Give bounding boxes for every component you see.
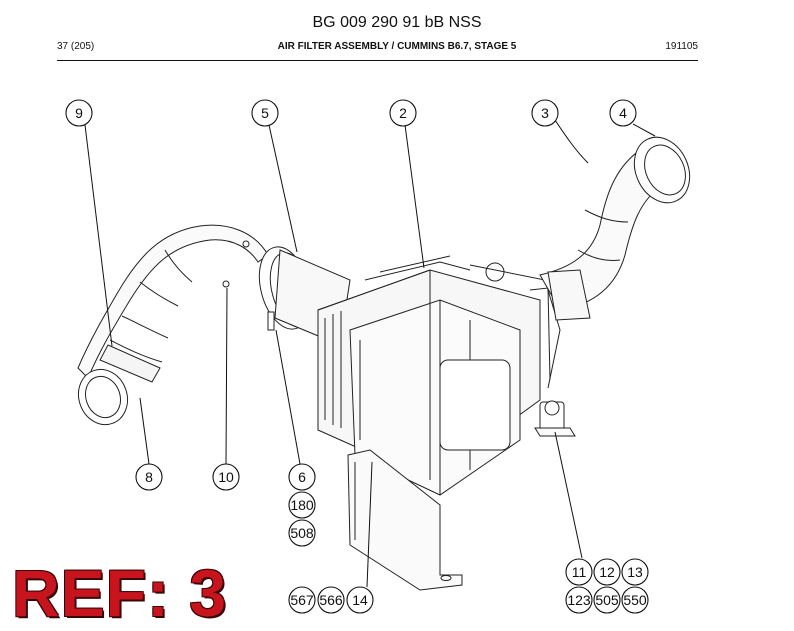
callouts: 9 5 2 3 4 8 10 6 180 508 11 12 13 123 50… xyxy=(65,99,649,614)
callout-9: 9 xyxy=(65,99,93,127)
svg-text:550: 550 xyxy=(623,592,647,608)
callout-550: 550 xyxy=(621,586,649,614)
svg-text:6: 6 xyxy=(298,469,306,485)
callout-566: 566 xyxy=(317,586,345,614)
callout-180: 180 xyxy=(288,491,316,519)
svg-text:567: 567 xyxy=(290,592,314,608)
callout-4: 4 xyxy=(609,99,637,127)
svg-text:4: 4 xyxy=(619,105,627,121)
page-number: 37 (205) xyxy=(57,41,95,52)
restriction-sensor xyxy=(534,400,576,437)
callout-14: 14 xyxy=(346,586,374,614)
reference-label: REF: 3 xyxy=(12,556,228,630)
svg-text:566: 566 xyxy=(319,592,343,608)
left-hose xyxy=(77,224,269,426)
filter-housing xyxy=(317,255,561,496)
revision-code: 191105 xyxy=(665,41,698,52)
callout-3: 3 xyxy=(531,99,559,127)
callout-11: 11 xyxy=(565,558,593,586)
callout-13: 13 xyxy=(621,558,649,586)
svg-text:11: 11 xyxy=(572,564,587,580)
svg-text:180: 180 xyxy=(290,497,314,513)
leader-lines xyxy=(84,119,656,588)
svg-text:123: 123 xyxy=(567,592,591,608)
diagram-title: AIR FILTER ASSEMBLY / CUMMINS B6.7, STAG… xyxy=(277,41,517,52)
right-hose xyxy=(539,136,691,321)
callout-505: 505 xyxy=(593,586,621,614)
svg-text:2: 2 xyxy=(399,105,407,121)
svg-text:3: 3 xyxy=(541,105,549,121)
svg-text:14: 14 xyxy=(352,592,368,608)
callout-6: 6 xyxy=(288,463,316,491)
svg-text:12: 12 xyxy=(599,564,615,580)
callout-12: 12 xyxy=(593,558,621,586)
svg-text:8: 8 xyxy=(145,469,153,485)
header-rule xyxy=(57,60,698,61)
callout-2: 2 xyxy=(389,99,417,127)
svg-text:5: 5 xyxy=(261,105,269,121)
mounting-bracket xyxy=(347,449,463,591)
svg-text:9: 9 xyxy=(75,105,83,121)
callout-8: 8 xyxy=(135,463,163,491)
callout-508: 508 xyxy=(288,519,316,547)
callout-5: 5 xyxy=(251,99,279,127)
svg-text:508: 508 xyxy=(290,525,314,541)
callout-10: 10 xyxy=(212,463,240,491)
svg-text:13: 13 xyxy=(627,564,643,580)
svg-text:505: 505 xyxy=(595,592,619,608)
callout-567: 567 xyxy=(288,586,316,614)
svg-text:10: 10 xyxy=(218,469,234,485)
document-number: BG 009 290 91 bB NSS xyxy=(312,14,482,31)
callout-123: 123 xyxy=(565,586,593,614)
